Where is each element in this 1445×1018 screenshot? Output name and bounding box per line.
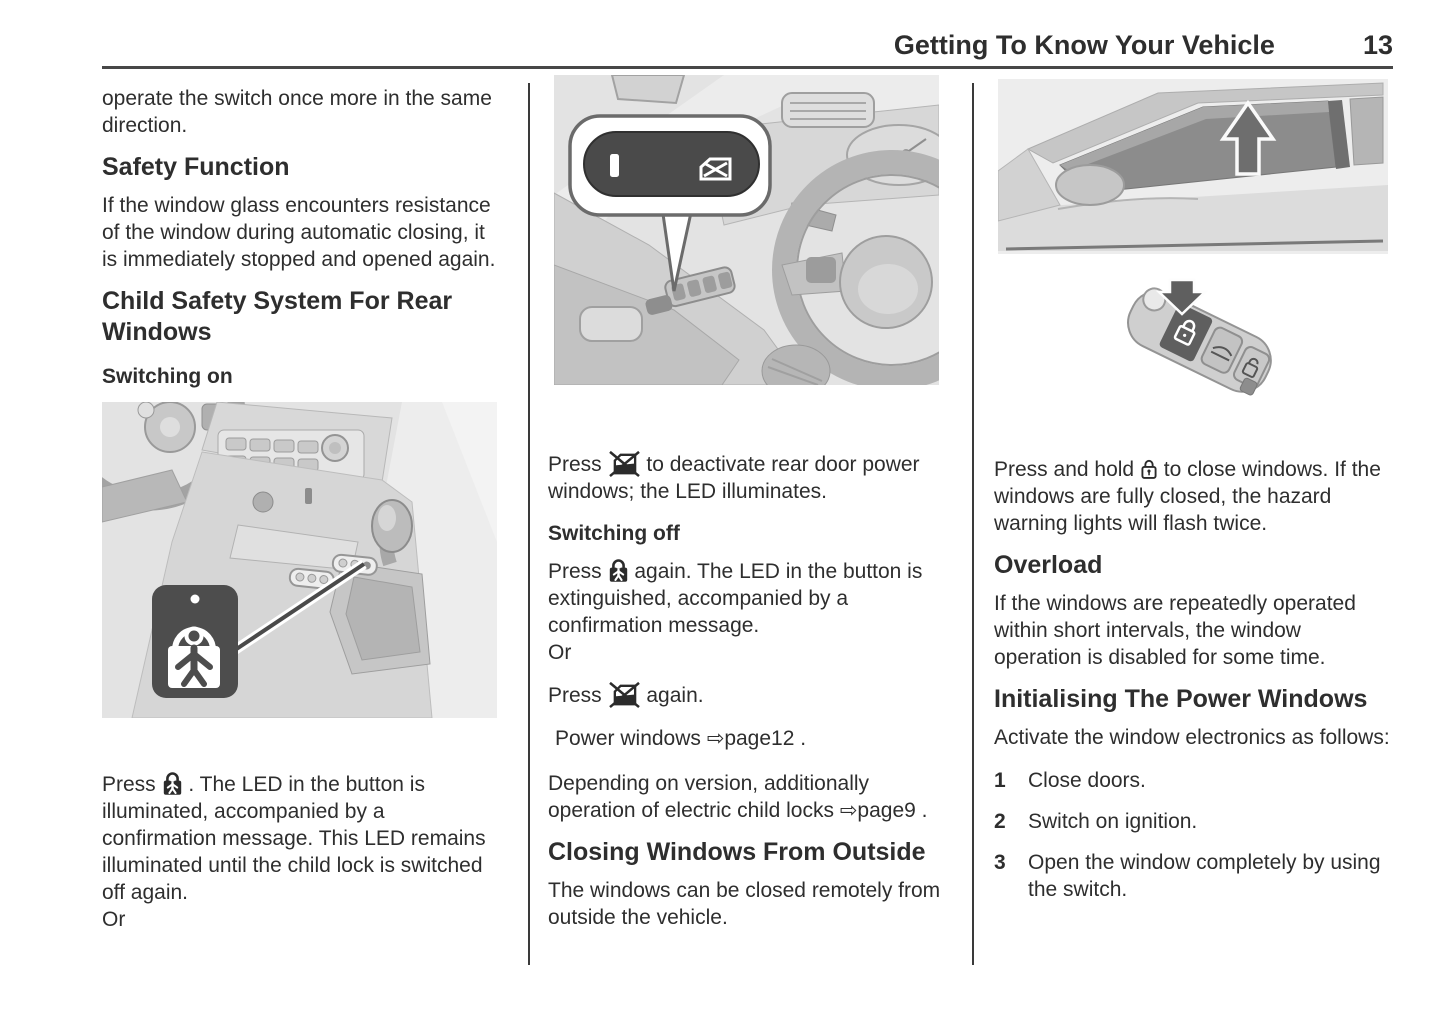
paragraph-depending: Depending on version, additionally opera… bbox=[548, 772, 928, 822]
child-lock-icon bbox=[163, 772, 181, 795]
door-switch-illustration bbox=[553, 74, 1012, 398]
list-item: 1 Close doors. bbox=[994, 767, 1390, 794]
illustration-child-lock-console bbox=[54, 319, 500, 732]
paragraph-init-intro: Activate the window electronics as follo… bbox=[994, 726, 1390, 749]
heading-overload: Overload bbox=[994, 551, 1103, 579]
subheading-switching-on: Switching on bbox=[102, 365, 233, 388]
page-number: 13 bbox=[1362, 30, 1393, 60]
console-illustration bbox=[54, 319, 497, 719]
heading-child-safety: Child Safety System For Rear Windows bbox=[102, 287, 453, 346]
columns: operate the switch once more in the same… bbox=[0, 69, 1445, 965]
step-text: Close doors. bbox=[1028, 769, 1146, 792]
illustration-key-fob bbox=[998, 278, 1390, 414]
column-left: operate the switch once more in the same… bbox=[54, 69, 500, 944]
paragraph: If the window glass encounters resistanc… bbox=[102, 194, 496, 271]
or-label: Or bbox=[102, 908, 126, 931]
child-lock-icon bbox=[609, 559, 627, 582]
press-label: Press bbox=[548, 684, 602, 707]
press-body: . The LED in the button is illuminated, … bbox=[102, 773, 486, 904]
paragraph-press-again-lock: Press again. The LED in the button is ex… bbox=[548, 557, 945, 666]
rear-window-deactivate-icon bbox=[608, 681, 640, 709]
illustration-window-closing bbox=[997, 79, 1390, 268]
heading-closing-windows: Closing Windows From Outside bbox=[548, 838, 926, 866]
press-label: Press bbox=[548, 453, 602, 476]
remote-lock-icon bbox=[1141, 459, 1157, 479]
step-number: 3 bbox=[994, 851, 1006, 874]
step-number: 2 bbox=[994, 810, 1006, 833]
header-rule bbox=[102, 66, 1393, 69]
press-label: Press and hold bbox=[994, 458, 1135, 481]
column-right: Press and hold to close windows. If the … bbox=[994, 69, 1390, 917]
press-body: again. bbox=[646, 684, 704, 707]
column-divider bbox=[972, 83, 974, 965]
press-label: Press bbox=[102, 773, 156, 796]
paragraph-hold-lock: Press and hold to close windows. If the … bbox=[994, 456, 1390, 537]
paragraph-deactivate: Press to deactivate rear door power wind… bbox=[548, 449, 945, 505]
illustration-door-switch bbox=[553, 74, 1012, 399]
press-body: again. The LED in the button is extingui… bbox=[548, 560, 923, 637]
press-body: to deactivate rear door power windows; t… bbox=[548, 453, 920, 503]
column-middle: Press to deactivate rear door power wind… bbox=[548, 69, 1012, 942]
page-title: Getting To Know Your Vehicle bbox=[893, 30, 1275, 60]
cross-reference-power-windows: Power windows ⇨page12 . bbox=[555, 727, 807, 750]
rear-window-deactivate-icon bbox=[608, 450, 640, 478]
column-divider bbox=[528, 83, 530, 965]
page-header: Getting To Know Your Vehicle 13 bbox=[0, 0, 1445, 61]
press-body: to close windows. If the windows are ful… bbox=[994, 458, 1381, 535]
list-item: 2 Switch on ignition. bbox=[994, 808, 1390, 835]
key-fob-illustration bbox=[998, 278, 1388, 400]
heading-initialising: Initialising The Power Windows bbox=[994, 685, 1368, 713]
paragraph-press-again-window: Press again. bbox=[548, 680, 945, 709]
car-window-illustration bbox=[997, 79, 1388, 254]
paragraph-overload: If the windows are repeatedly operated w… bbox=[994, 592, 1356, 669]
subheading-switching-off: Switching off bbox=[548, 522, 680, 545]
paragraph: operate the switch once more in the same… bbox=[102, 87, 492, 137]
paragraph-press-childlock: Press . The LED in the button is illumin… bbox=[102, 770, 500, 933]
init-steps-list: 1 Close doors. 2 Switch on ignition. 3 O… bbox=[994, 767, 1390, 903]
or-label: Or bbox=[548, 641, 572, 664]
press-label: Press bbox=[548, 560, 602, 583]
step-text: Open the window completely by using the … bbox=[1028, 851, 1381, 901]
heading-safety-function: Safety Function bbox=[102, 153, 290, 181]
list-item: 3 Open the window completely by using th… bbox=[994, 849, 1390, 903]
step-text: Switch on ignition. bbox=[1028, 810, 1198, 833]
step-number: 1 bbox=[994, 769, 1006, 792]
paragraph-closing: The windows can be closed remotely from … bbox=[548, 879, 941, 929]
